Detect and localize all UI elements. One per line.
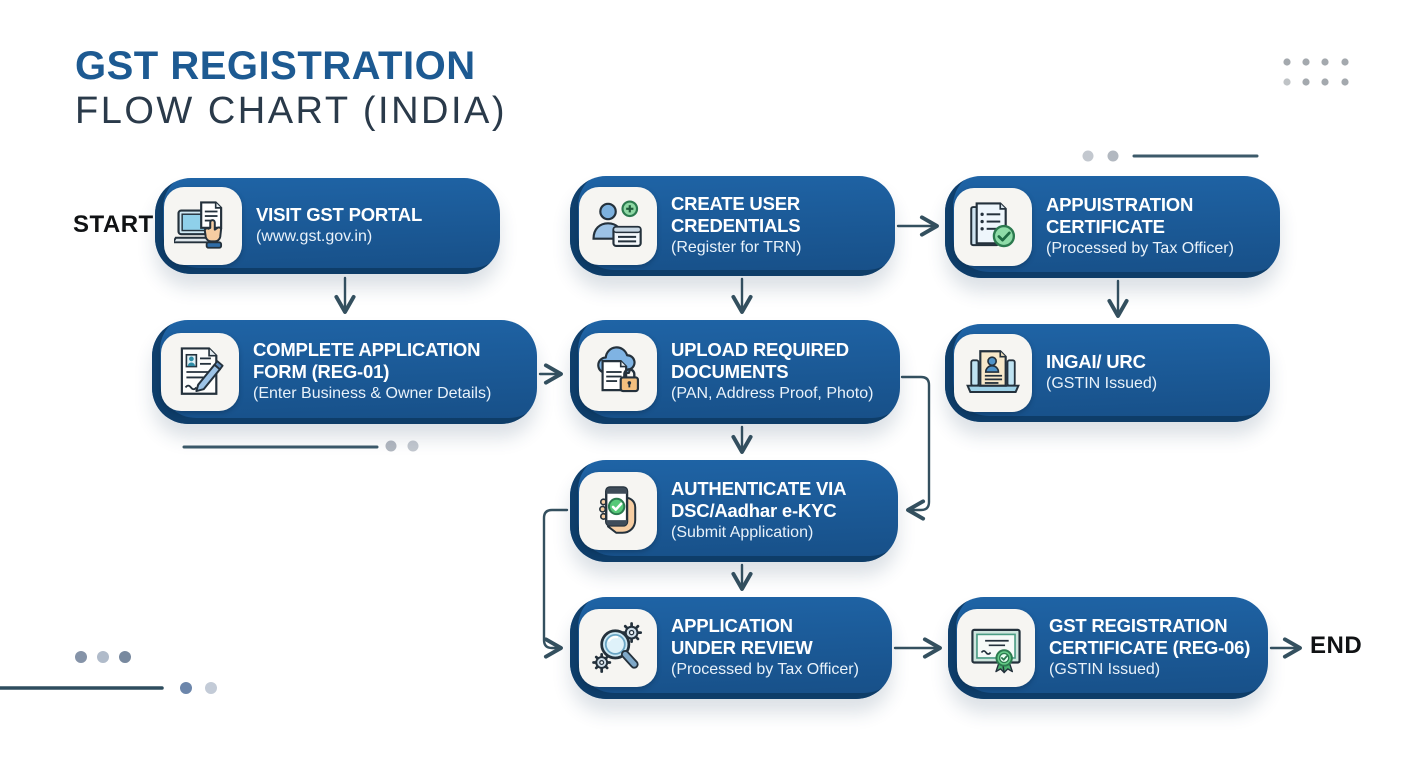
checklist-check-icon [954,188,1032,266]
node-authenticate-ekyc: AUTHENTICATE VIA DSC/Aadhar e-KYC (Submi… [570,460,898,562]
node-subtitle: (Processed by Tax Officer) [671,661,859,679]
node-text: APPLICATION UNDER REVIEW (Processed by T… [671,615,859,681]
laptop-click-icon [164,187,242,265]
node-complete-application-form: COMPLETE APPLICATION FORM (REG-01) (Ente… [152,320,537,424]
page-title: GST REGISTRATION FLOW CHART (INDIA) [75,44,507,134]
start-label: START [73,211,154,238]
line-dots-decoration-bottom [0,682,217,694]
node-title-line2: UNDER REVIEW [671,637,813,659]
node-subtitle: (Enter Business & Owner Details) [253,385,492,403]
node-subtitle: (Processed by Tax Officer) [1046,240,1234,258]
node-visit-gst-portal: VISIT GST PORTAL (www.gst.gov.in) [155,178,500,274]
node-text: COMPLETE APPLICATION FORM (REG-01) (Ente… [253,339,491,405]
node-title: VISIT GST PORTAL [256,204,423,225]
node-upload-required-documents: UPLOAD REQUIRED DOCUMENTS (PAN, Address … [570,320,900,424]
node-text: CREATE USER CREDENTIALS (Register for TR… [671,193,801,259]
node-title-line2: CREDENTIALS [671,215,801,237]
node-subtitle: (Register for TRN) [671,239,802,257]
phone-check-hand-icon [579,472,657,550]
node-subtitle: (www.gst.gov.in) [256,228,373,246]
node-title: AUTHENTICATE VIA [671,477,847,499]
node-title-line2: FORM (REG-01) [253,361,390,383]
node-title-line2: CERTIFICATE (REG-06) [1049,637,1251,659]
node-text: INGAI/ URC (GSTIN Issued) [1046,351,1157,395]
node-title: GST REGISTRATION [1049,614,1228,636]
end-label: END [1310,632,1363,659]
certificate-ribbon-icon [957,609,1035,687]
node-text: AUTHENTICATE VIA DSC/Aadhar e-KYC (Submi… [671,478,846,544]
node-text: VISIT GST PORTAL (www.gst.gov.in) [256,204,422,248]
dot-grid-decoration [1283,58,1349,86]
arrow-upload-elbow-to-authenticate [900,375,931,521]
node-ingai-urc: INGAI/ URC (GSTIN Issued) [945,324,1270,422]
node-title: COMPLETE APPLICATION [253,338,481,360]
node-title: INGAI/ URC [1046,351,1146,372]
node-subtitle: (GSTIN Issued) [1046,375,1158,393]
cloud-document-lock-icon [579,333,657,411]
node-title: UPLOAD REQUIRED [671,338,849,360]
node-gst-registration-certificate: GST REGISTRATION CERTIFICATE (REG-06) (G… [948,597,1268,699]
node-title: APPLICATION [671,614,793,636]
node-subtitle: (PAN, Address Proof, Photo) [671,385,874,403]
node-title-line2: DSC/Aadhar e-KYC [671,500,837,522]
node-title-line2: CERTIFICATE [1046,216,1165,238]
triple-dots-decoration [75,651,131,663]
magnifier-gears-icon [579,609,657,687]
node-title: CREATE USER [671,192,801,214]
node-subtitle: (Submit Application) [671,524,814,542]
page-title-line1: GST REGISTRATION [75,44,476,88]
node-text: GST REGISTRATION CERTIFICATE (REG-06) (G… [1049,615,1250,681]
user-add-card-icon [579,187,657,265]
node-appuistration-certificate: APPUISTRATION CERTIFICATE (Processed by … [945,176,1280,278]
laptop-id-card-icon [954,334,1032,412]
node-create-user-credentials: CREATE USER CREDENTIALS (Register for TR… [570,176,895,276]
line-dots-decoration-mid [182,440,419,452]
arrow-authenticate-elbow-to-review [542,508,569,659]
page-title-line2: FLOW CHART (INDIA) [75,90,508,132]
node-application-under-review: APPLICATION UNDER REVIEW (Processed by T… [570,597,892,699]
form-pen-icon [161,333,239,411]
node-title-line2: DOCUMENTS [671,361,789,383]
node-subtitle: (GSTIN Issued) [1049,661,1161,679]
dots-line-decoration-top [1082,150,1259,162]
node-text: APPUISTRATION CERTIFICATE (Processed by … [1046,194,1234,260]
node-title: APPUISTRATION [1046,193,1194,215]
node-text: UPLOAD REQUIRED DOCUMENTS (PAN, Address … [671,339,873,405]
